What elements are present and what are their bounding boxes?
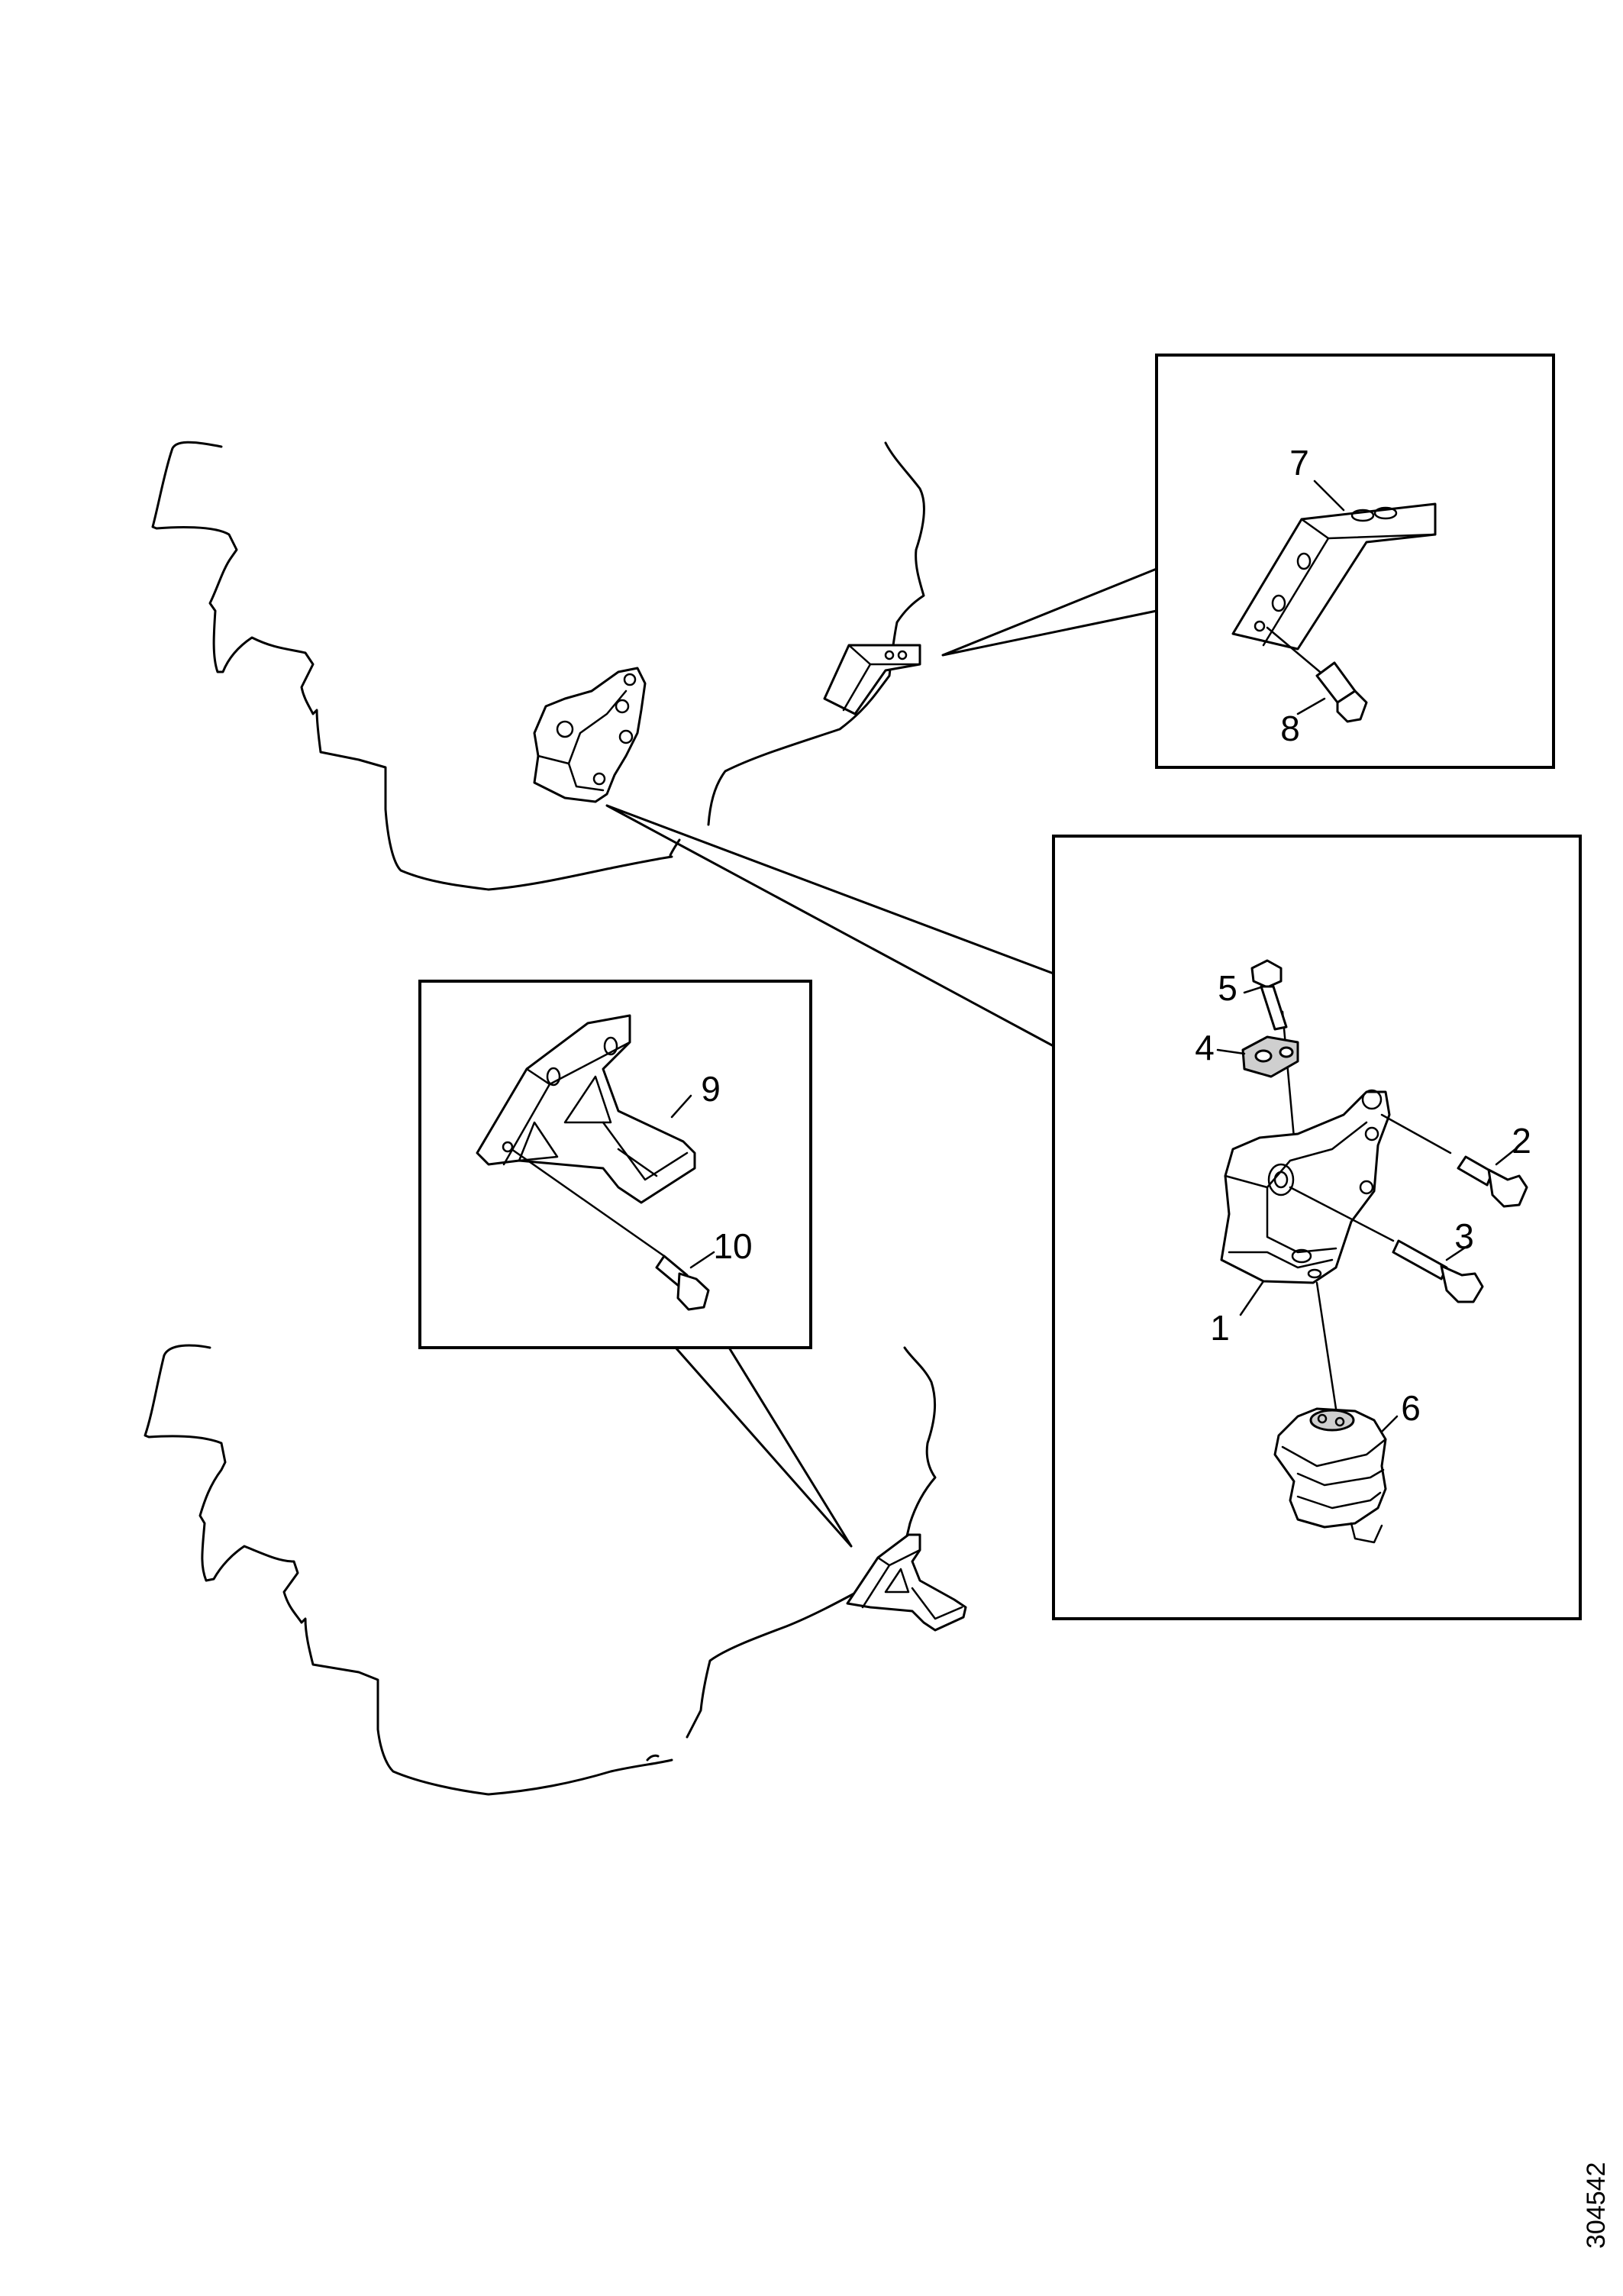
detail-box-bracket-7-8 — [1155, 354, 1555, 769]
callout-5: 5 — [1218, 968, 1237, 1008]
detail-box-mount-1-6 — [1052, 835, 1582, 1620]
callout-9: 9 — [701, 1069, 721, 1109]
callout-1: 1 — [1210, 1308, 1230, 1348]
bracket-7-detail — [1231, 502, 1437, 651]
bolt-8 — [1315, 661, 1368, 723]
callout-7: 7 — [1289, 443, 1309, 483]
callout-4-leader — [1216, 1048, 1246, 1055]
lower-bracket-9-mini — [846, 1533, 967, 1632]
lower-engine-outline — [144, 1344, 937, 1796]
document-number: 304542 — [1582, 2162, 1611, 2249]
isolator-6-axis — [1315, 1281, 1337, 1410]
bolt-8-axis — [1266, 626, 1326, 677]
bolt-2-axis — [1380, 1113, 1452, 1154]
callout-1-leader — [1239, 1280, 1265, 1316]
bracket-9-detail — [476, 1014, 696, 1204]
upper-bracket-leader — [941, 567, 1158, 657]
bolt-3 — [1392, 1239, 1484, 1303]
callout-9-leader — [670, 1094, 692, 1119]
upper-mount-leader — [605, 804, 1055, 1048]
upper-rear-bracket-mini — [823, 644, 921, 715]
callout-6: 6 — [1401, 1388, 1421, 1428]
callout-2: 2 — [1512, 1121, 1531, 1161]
plate-4 — [1241, 1035, 1299, 1078]
bolt-3-axis — [1289, 1186, 1395, 1242]
callout-8: 8 — [1280, 709, 1300, 748]
bolt-2 — [1457, 1155, 1528, 1208]
detail-box-bracket-9-10 — [418, 980, 812, 1349]
callout-6-leader — [1380, 1415, 1399, 1433]
bolt-10-axis — [510, 1148, 666, 1258]
callout-5-leader — [1243, 985, 1265, 994]
bolt-5 — [1250, 959, 1288, 1031]
callout-10-leader — [689, 1251, 715, 1269]
callout-3-leader — [1445, 1243, 1471, 1261]
callout-10: 10 — [713, 1226, 752, 1266]
upper-engine-outline — [151, 441, 925, 891]
bracket-1 — [1220, 1089, 1391, 1284]
callout-2-leader — [1495, 1148, 1517, 1166]
callout-8-leader — [1296, 697, 1326, 715]
callout-3: 3 — [1454, 1216, 1474, 1256]
rubber-isolator-6 — [1273, 1407, 1387, 1544]
upper-mount-assembly-mini — [533, 667, 647, 803]
bolt-10 — [655, 1255, 710, 1311]
callout-labels: 1 2 3 4 5 6 7 8 9 10 — [701, 443, 1531, 1428]
callout-4: 4 — [1195, 1028, 1215, 1067]
lower-bracket-leader — [674, 1346, 853, 1548]
callout-7-leader — [1313, 480, 1345, 512]
